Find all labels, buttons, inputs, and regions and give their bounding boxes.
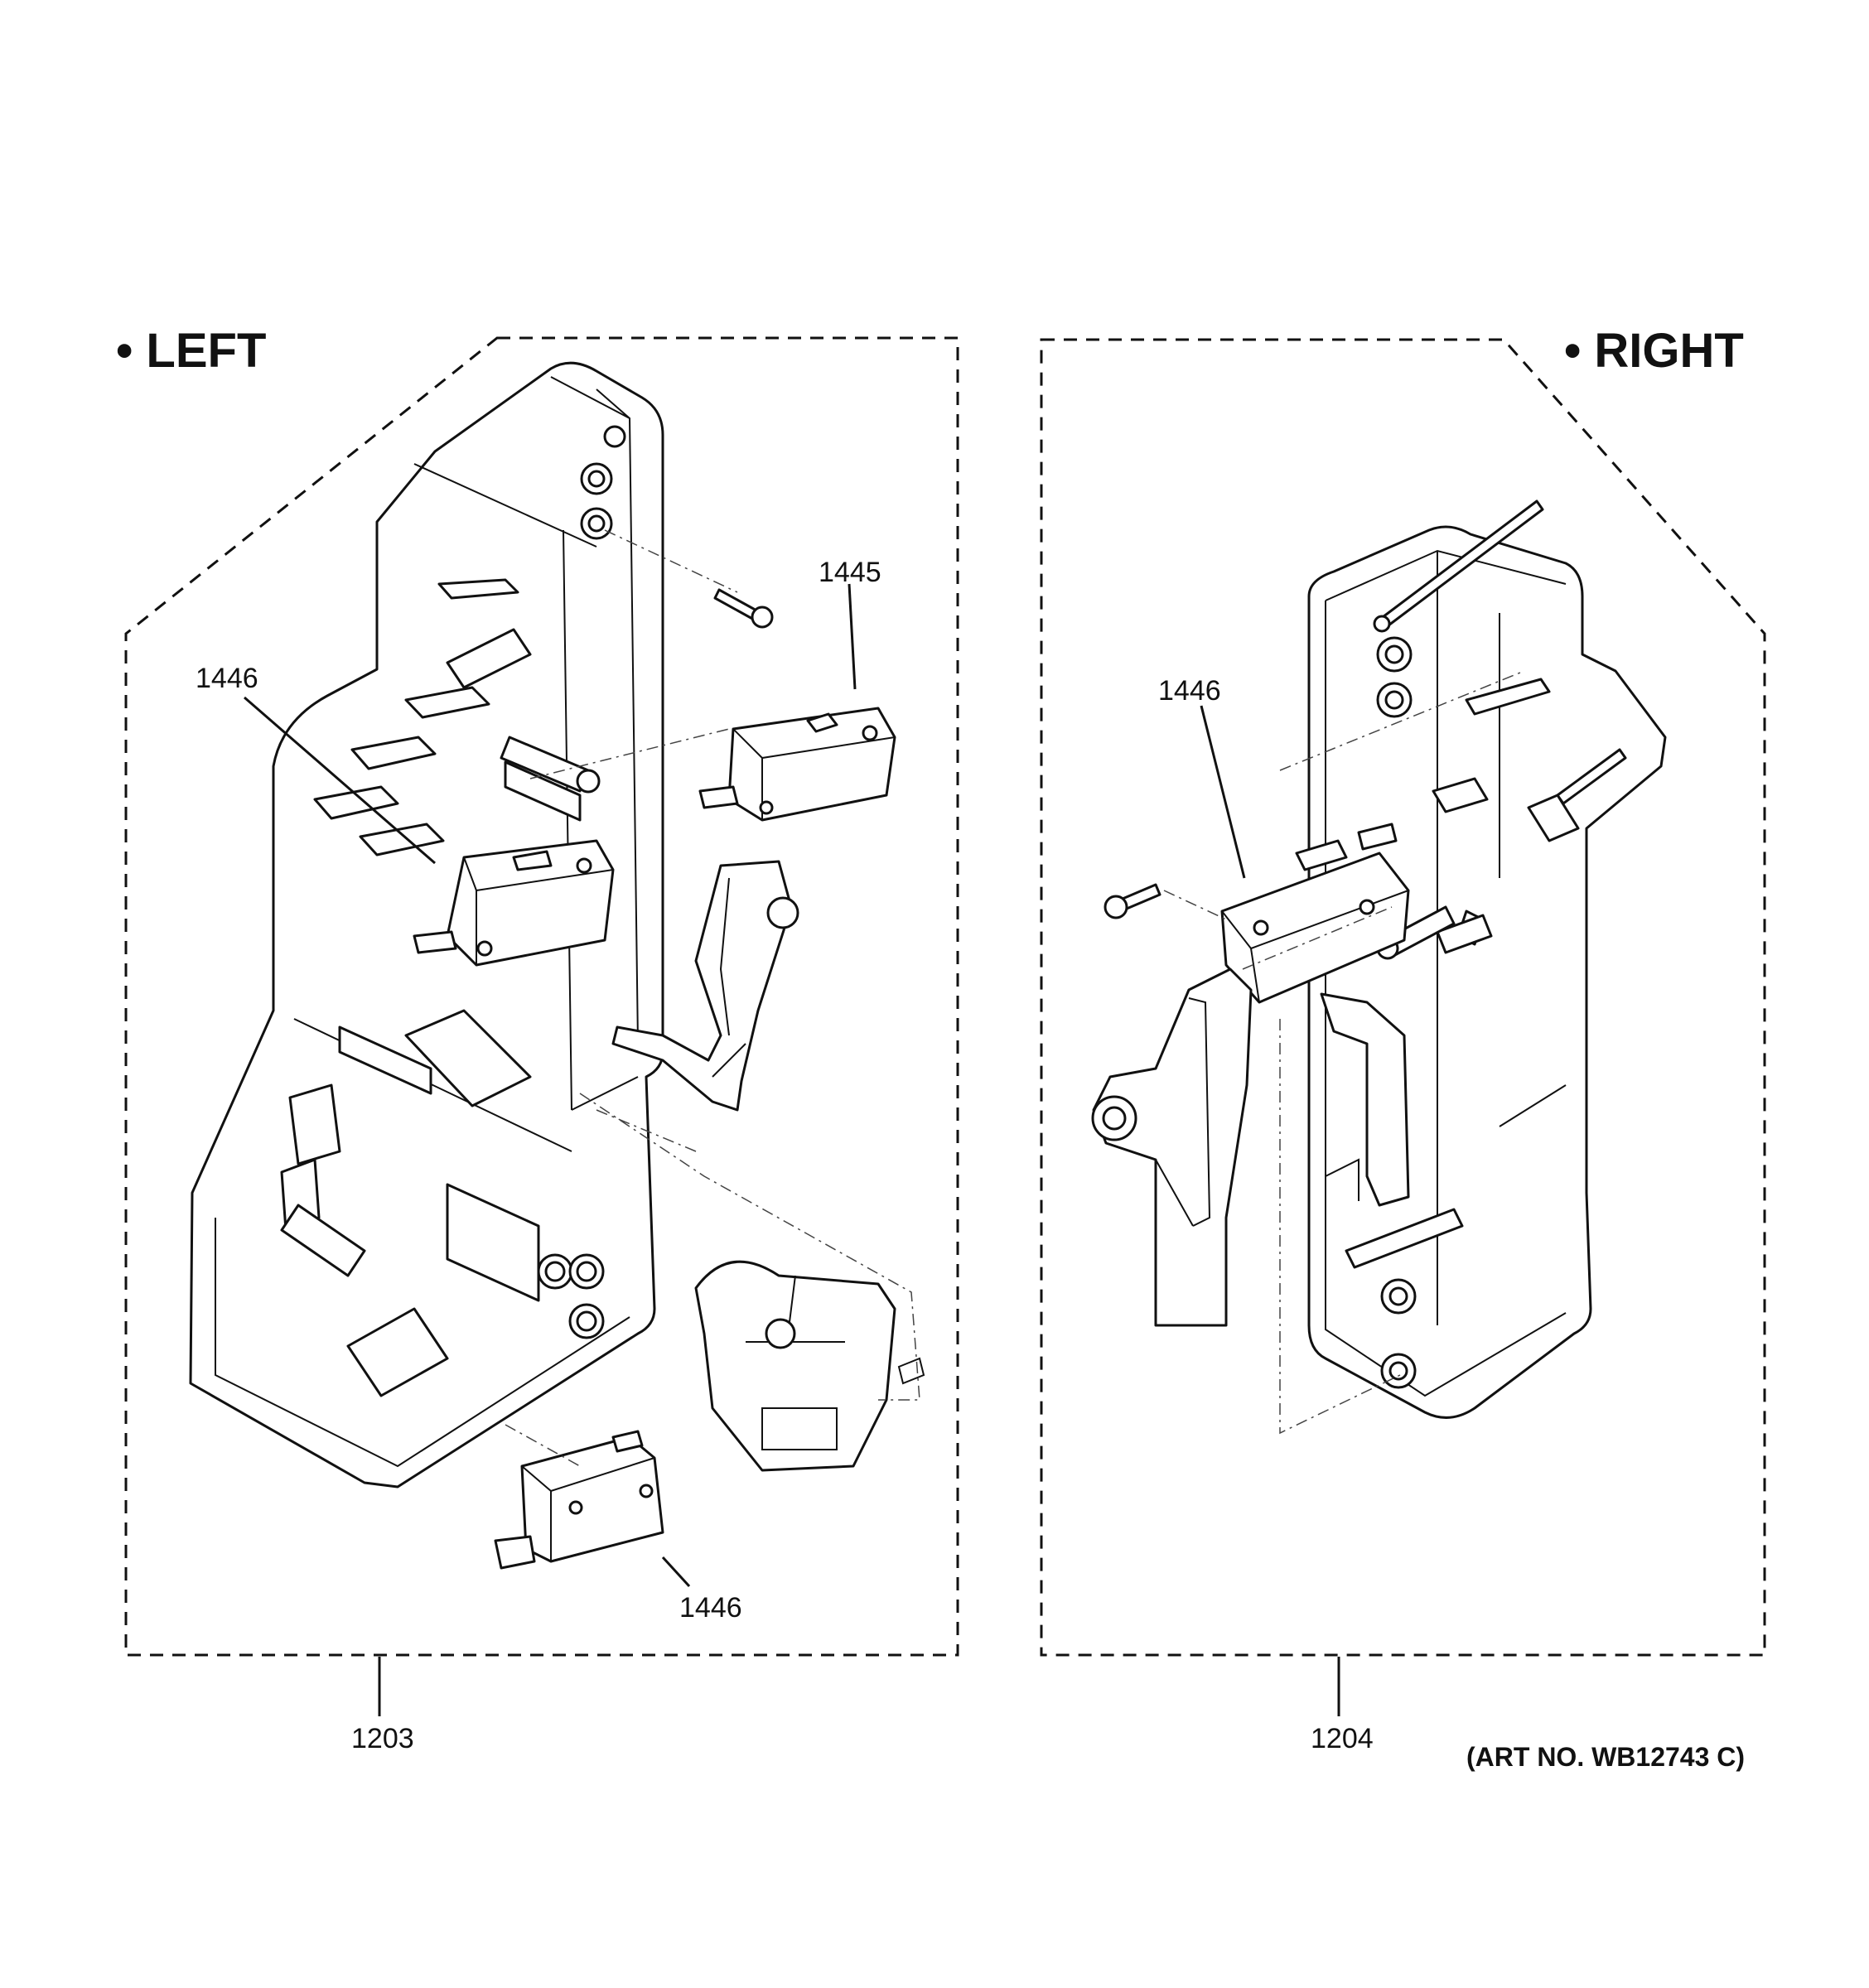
left-micro-switch-1446-bottom: [494, 1430, 664, 1570]
callout-1446-bottom: 1446: [679, 1592, 742, 1624]
right-assembly: • RIGHT: [1040, 324, 1766, 1754]
right-heading: • RIGHT: [1564, 324, 1744, 378]
right-assembly-boundary: [1040, 338, 1766, 1657]
left-alignment-lines: [505, 529, 920, 1467]
left-assembly: • LEFT: [116, 324, 959, 1754]
callout-1203: 1203: [351, 1723, 414, 1754]
left-lever-inner-edge: [712, 877, 746, 1078]
callout-1446-bottom-leader: [661, 1556, 691, 1588]
left-micro-switch-1445: [698, 707, 896, 822]
callout-1446-mid: 1446: [196, 663, 258, 694]
left-lever-pivot: [766, 896, 799, 929]
left-bracket-inner-edge: [413, 376, 639, 1111]
callout-1446-right-leader: [1200, 705, 1246, 879]
callout-1445-leader: [848, 583, 857, 690]
callout-1446-right: 1446: [1158, 675, 1221, 707]
left-mounting-screw: [713, 588, 774, 629]
left-latch-hook: [694, 1260, 925, 1472]
left-lever-shaft: [500, 736, 590, 793]
left-door-latch-lever: [611, 860, 793, 1112]
left-micro-switch-1446-mid: [413, 839, 615, 967]
right-door-latch-lever: [1320, 992, 1410, 1207]
left-heading: • LEFT: [116, 324, 266, 378]
right-mounting-tabs: [1432, 678, 1580, 954]
left-mounting-tabs: [280, 578, 532, 1397]
left-assembly-boundary: [124, 336, 959, 1657]
right-mounting-screw: [1104, 883, 1161, 919]
callout-1204: 1204: [1311, 1723, 1374, 1754]
callout-1445: 1445: [819, 557, 881, 588]
right-interlock-bracket: [1307, 525, 1667, 1419]
art-number: (ART NO. WB12743 C): [1466, 1742, 1745, 1772]
right-alignment-lines: [1163, 670, 1525, 1435]
callout-1446-mid-leader: [244, 696, 436, 865]
right-bracket-inner-edge: [1325, 549, 1567, 1397]
right-latch-hook: [1091, 967, 1253, 1327]
right-micro-switch-1446: [1220, 823, 1410, 1004]
left-screw-bosses: [446, 425, 626, 1339]
